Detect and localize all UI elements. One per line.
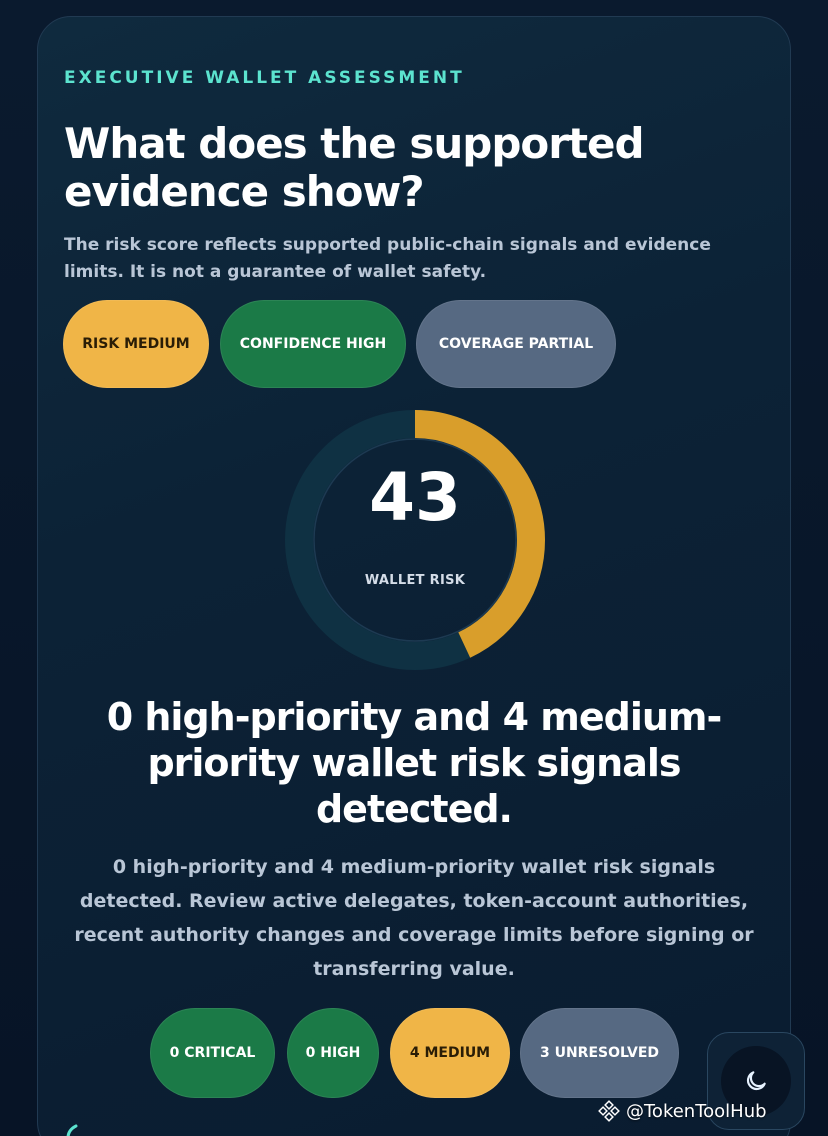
binance-logo-icon [598,1100,620,1122]
risk-score: 43 [369,459,461,536]
theme-toggle-inner [721,1046,791,1116]
gauge-inner-ring [313,438,517,642]
coverage-badge: COVERAGE PARTIAL [416,300,616,388]
confidence-badge: CONFIDENCE HIGH [220,300,406,388]
assessment-card [37,16,791,1136]
high-count-badge: 0 HIGH [287,1008,379,1098]
gauge-fill [285,410,545,670]
critical-count-badge: 0 CRITICAL [150,1008,275,1098]
watermark-text: @TokenToolHub [626,1100,767,1122]
page-title: What does the supported evidence show? [64,119,645,216]
lead-text: The risk score reflects supported public… [64,235,711,282]
unresolved-count-badge: 3 UNRESOLVED [520,1008,679,1098]
wallet-risk-gauge [285,410,545,670]
moon-icon [746,1071,766,1091]
theme-toggle-button[interactable] [707,1032,805,1130]
risk-badge: RISK MEDIUM [63,300,209,388]
summary-body: 0 high-priority and 4 medium-priority wa… [74,856,754,980]
risk-score-label: WALLET RISK [364,573,466,588]
summary-headline: 0 high-priority and 4 medium-priority wa… [106,695,723,831]
medium-count-badge: 4 MEDIUM [390,1008,510,1098]
watermark: @TokenToolHub [598,1097,767,1125]
section-eyebrow: EXECUTIVE WALLET ASSESSMENT [64,68,465,88]
next-card-edge-icon [66,1124,78,1136]
